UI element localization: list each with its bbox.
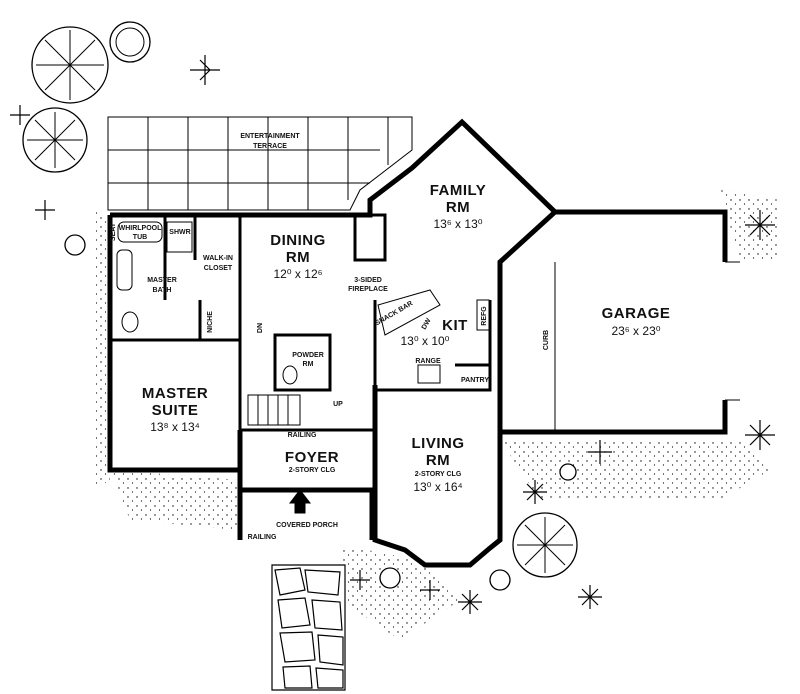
fireplace-label-2: FIREPLACE: [348, 286, 388, 293]
family-room-label: FAMILY: [430, 182, 487, 199]
room-labels: ENTERTAINMENT TERRACE FAMILY RM 13⁶ x 13…: [142, 133, 671, 529]
family-room-label-2: RM: [446, 199, 470, 216]
curb-label: CURB: [543, 330, 550, 350]
niche-label: NICHE: [207, 311, 214, 333]
seat-label: SEAT: [110, 222, 117, 241]
snack-bar: [377, 289, 441, 336]
living-room-note: 2-STORY CLG: [415, 471, 462, 478]
master-suite-label-2: SUITE: [152, 402, 199, 419]
interior-walls: [110, 213, 492, 470]
stairs-up-label: UP: [333, 401, 343, 408]
range-label: RANGE: [415, 358, 441, 365]
whirlpool-label: WHIRLPOOL: [119, 225, 162, 232]
family-room-dimensions: 13⁶ x 13⁰: [433, 217, 482, 231]
porch-railing-label: RAILING: [248, 534, 277, 541]
garage-dimensions: 23⁶ x 23⁰: [611, 324, 660, 338]
foyer-note: 2-STORY CLG: [289, 467, 336, 474]
shower-label: SHWR: [169, 229, 190, 236]
whirlpool-tub: [117, 221, 163, 243]
stone-walkway: [271, 564, 346, 691]
stairs: [247, 394, 301, 426]
kitchen-dimensions: 13⁰ x 10⁰: [401, 334, 450, 348]
walk-in-closet-label-2: CLOSET: [204, 265, 233, 272]
dining-room-dimensions: 12⁰ x 12⁶: [273, 267, 322, 281]
shower: [166, 221, 193, 253]
tree-icon: [512, 512, 578, 578]
fixtures: [116, 221, 490, 514]
refrigerator-label: REFG: [481, 306, 488, 326]
living-room-label: LIVING: [411, 435, 464, 452]
vanity-sink: [116, 249, 133, 291]
refrigerator: [476, 299, 490, 331]
living-room-label-2: RM: [426, 452, 450, 469]
stair-railing-label: RAILING: [288, 432, 317, 439]
master-bath-label-2: BATH: [153, 287, 172, 294]
tree-icon: [64, 234, 577, 591]
terrace-label-2: TERRACE: [253, 143, 287, 150]
powder-room-label: POWDER: [292, 352, 324, 359]
terrace-paving: [107, 116, 413, 211]
tree-icon: [31, 26, 109, 104]
garage-label: GARAGE: [602, 305, 671, 322]
landscaping: [10, 21, 775, 614]
shrub-icons: [10, 55, 775, 614]
kitchen-label: KIT: [442, 317, 468, 334]
whirlpool-label-2: TUB: [133, 234, 147, 241]
covered-porch-label: COVERED PORCH: [276, 522, 338, 529]
range: [417, 364, 441, 384]
toilet: [121, 311, 139, 333]
fireplace-label: 3-SIDED: [354, 277, 382, 284]
tree-icon: [109, 21, 151, 63]
terrace-label: ENTERTAINMENT: [240, 133, 300, 140]
toilet: [282, 365, 298, 385]
pantry-label: PANTRY: [461, 377, 489, 384]
entry-arrow: [288, 489, 312, 514]
master-bath-label: MASTER: [147, 277, 177, 284]
powder-room-label-2: RM: [303, 361, 314, 368]
master-suite-dimensions: 13⁸ x 13⁴: [150, 420, 200, 434]
stairs-down-label: DN: [257, 323, 264, 333]
master-suite-label: MASTER: [142, 385, 208, 402]
dining-room-label-2: RM: [286, 249, 310, 266]
garage-area: [499, 261, 740, 432]
tree-icon: [22, 107, 88, 173]
dining-room-label: DINING: [270, 232, 326, 249]
walk-in-closet-label: WALK-IN: [203, 255, 233, 262]
living-room-dimensions: 13⁰ x 16⁴: [413, 480, 462, 494]
dishwasher-label: DW: [421, 317, 433, 331]
foyer-label: FOYER: [285, 449, 339, 466]
